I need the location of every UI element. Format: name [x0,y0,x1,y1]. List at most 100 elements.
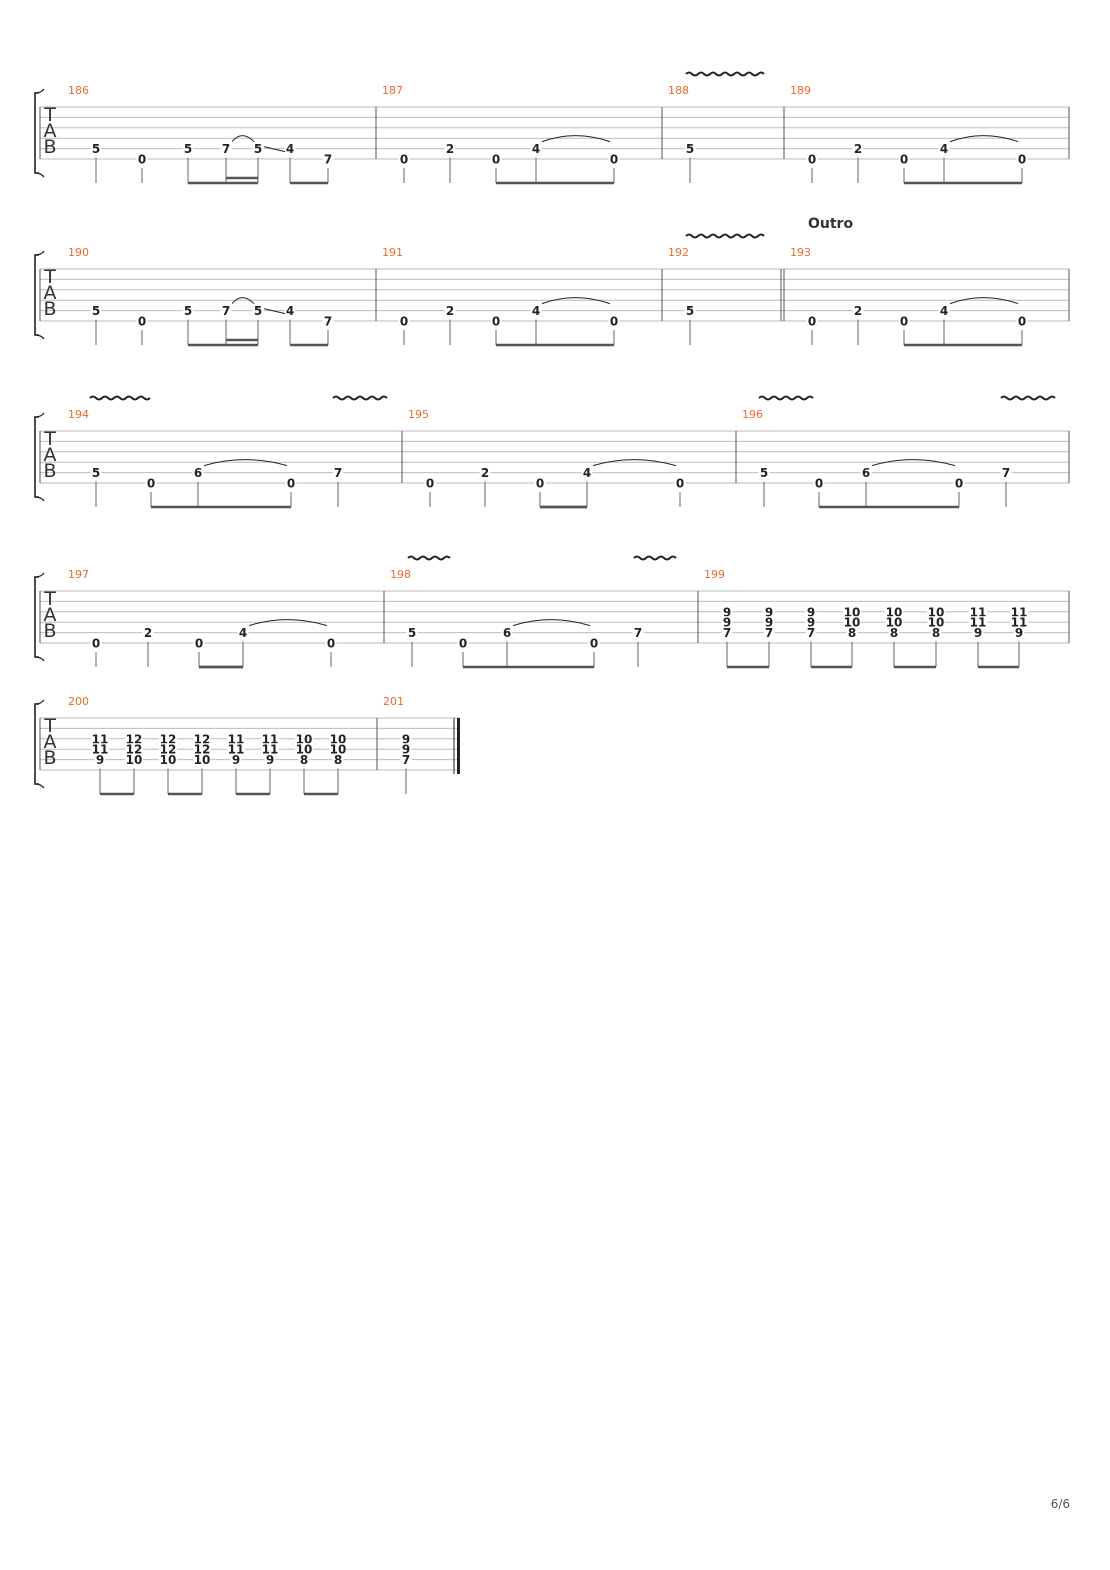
fret-background [806,153,818,165]
fret-number: 7 [222,142,230,156]
fret-number: 0 [1018,153,1026,167]
bracket-curl-bottom [34,783,45,789]
fret-background [90,142,102,155]
fret-background [843,605,861,618]
fret-number: 8 [334,753,342,767]
fret-number: 7 [324,315,332,329]
fret-number: 8 [890,626,898,640]
fret-background [763,626,775,639]
fret-background [193,732,211,745]
fret-number: 2 [446,304,454,318]
fret-background [125,753,143,766]
fret-number: 4 [583,466,591,480]
fret-number: 5 [184,142,192,156]
fret-background [182,304,194,317]
fret-background [136,315,148,327]
bracket-curl-top [34,88,45,94]
fret-background [142,626,154,639]
fret-background [159,743,177,756]
fret-background [90,466,102,479]
fret-background [261,743,279,756]
fret-number: 10 [330,732,347,746]
measure-number: 196 [742,408,763,421]
fret-number: 7 [222,304,230,318]
fret-number: 4 [532,304,540,318]
measure-number: 191 [382,246,403,259]
tab-clef-letter: A [44,731,57,753]
fret-background [953,477,965,489]
fret-number: 0 [426,477,434,491]
fret-background [444,304,456,317]
bracket-curl-top [34,412,45,418]
fret-background [457,637,469,649]
fret-background [684,304,696,317]
system-bracket [34,92,39,174]
tab-clef-letter: B [43,747,56,769]
measure-number: 201 [383,695,404,708]
fret-number: 0 [287,477,295,491]
fret-background [406,626,418,639]
fret-background [145,477,157,489]
fret-number: 12 [126,743,143,757]
fret-background [136,153,148,165]
fret-number: 0 [1018,315,1026,329]
fret-number: 4 [286,304,294,318]
tab-clef-letter: A [44,282,57,304]
fret-number: 5 [686,142,694,156]
fret-background [581,466,593,479]
fret-number: 5 [686,304,694,318]
fret-background [332,466,344,479]
fret-background [763,616,775,629]
fret-background [938,304,950,317]
fret-background [91,743,109,756]
fret-background [805,616,817,629]
fret-background [400,743,412,756]
fret-background [927,605,945,618]
fret-background [608,315,620,327]
fret-number: 7 [334,466,342,480]
bracket-curl-bottom [34,334,45,340]
fret-number: 5 [254,142,262,156]
fret-background [329,743,347,756]
vibrato-mark [633,555,677,561]
fret-background [888,626,900,639]
tab-clef-letter: T [43,428,56,450]
slide-line [263,146,286,153]
fret-background [322,153,334,165]
fret-number: 9 [232,753,240,767]
fret-background [220,304,232,317]
fret-background [398,315,410,327]
fret-background [444,142,456,155]
fret-number: 11 [228,743,245,757]
fret-background [227,743,245,756]
vibrato-mark [89,395,151,401]
vibrato-mark [332,395,388,401]
fret-background [930,626,942,639]
fret-background [898,315,910,327]
fret-number: 0 [195,637,203,651]
measure-number: 189 [790,84,811,97]
fret-background [969,616,987,629]
fret-number: 0 [900,153,908,167]
measure-number: 193 [790,246,811,259]
fret-number: 12 [194,743,211,757]
fret-background [91,732,109,745]
fret-background [632,626,644,639]
fret-background [758,466,770,479]
fret-number: 0 [808,153,816,167]
vibrato-mark [407,555,451,561]
fret-number: 0 [610,315,618,329]
fret-number: 9 [807,605,815,619]
fret-number: 7 [807,626,815,640]
tab-clef-letter: T [43,715,56,737]
fret-number: 10 [194,753,211,767]
fret-number: 4 [940,142,948,156]
fret-number: 2 [481,466,489,480]
fret-number: 0 [138,153,146,167]
fret-background [885,605,903,618]
tab-clef-letter: B [43,620,56,642]
fret-number: 0 [459,637,467,651]
fret-number: 0 [808,315,816,329]
fret-number: 10 [126,753,143,767]
